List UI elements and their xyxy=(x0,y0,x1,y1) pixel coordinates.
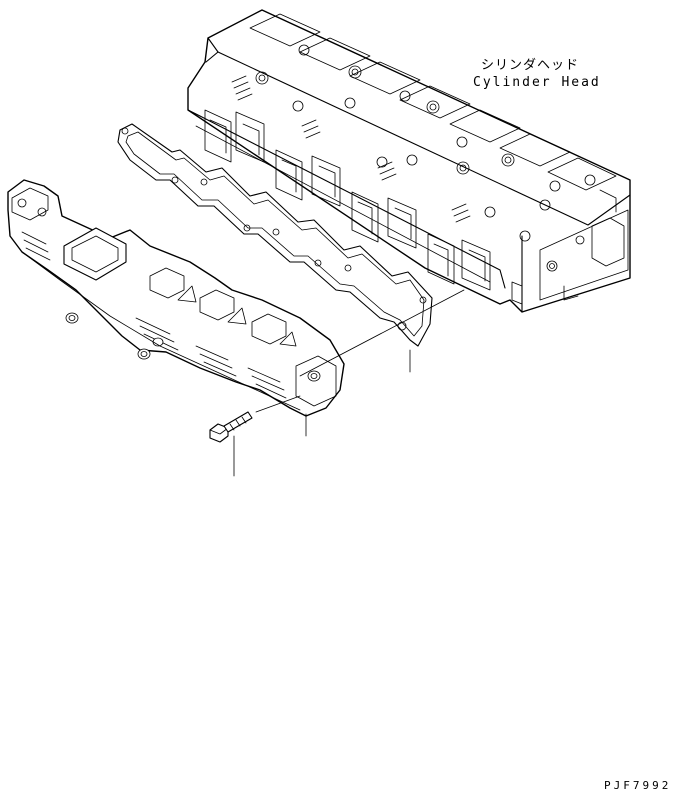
leader-lines xyxy=(233,289,465,477)
part-label-english: Cylinder Head xyxy=(473,75,601,90)
intake-manifold xyxy=(7,179,345,417)
part-label-japanese: シリンダヘッド xyxy=(481,58,580,73)
drawing-code: PJF7992 xyxy=(604,779,672,792)
cylinder-head xyxy=(187,9,631,313)
flange-bolt xyxy=(209,411,253,443)
manifold-gasket xyxy=(117,123,433,347)
